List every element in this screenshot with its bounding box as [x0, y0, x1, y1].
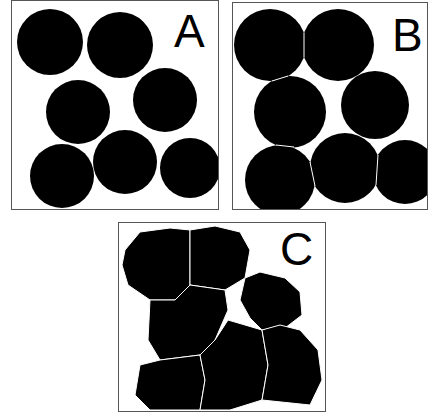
loose-particles — [17, 9, 219, 208]
necked-particles — [234, 9, 428, 210]
panel-letter: A — [174, 8, 205, 54]
panel-frame — [233, 3, 428, 210]
dense-grains — [122, 226, 322, 410]
panel-letter: B — [392, 12, 423, 58]
panel-letter: C — [280, 226, 313, 272]
panel-frame — [119, 223, 326, 412]
panel-frame — [12, 1, 219, 210]
